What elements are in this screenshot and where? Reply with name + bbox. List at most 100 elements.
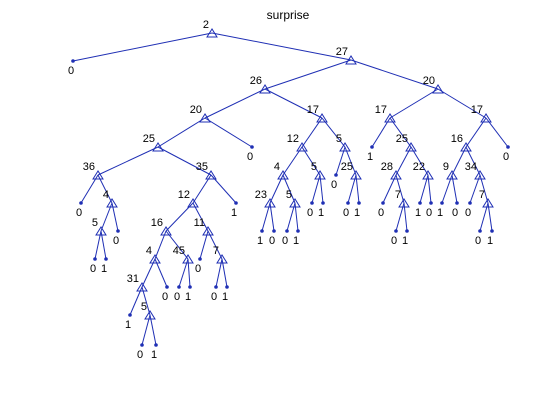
- leaf-node-label: 0: [68, 65, 74, 77]
- triangle-icon: [446, 170, 458, 180]
- leaf-node-label: 0: [331, 179, 337, 191]
- dot-icon: [128, 313, 132, 317]
- dot-icon: [506, 145, 510, 149]
- tree-edge: [301, 117, 323, 148]
- split-node-label: 16: [451, 133, 463, 145]
- tree-edge: [286, 202, 296, 232]
- tree-edge: [487, 202, 493, 232]
- tree-edge: [97, 174, 113, 204]
- dot-icon: [71, 59, 75, 63]
- split-node-label: 7: [479, 189, 485, 201]
- triangle-icon: [345, 55, 357, 65]
- split-node-label: 26: [250, 75, 262, 87]
- leaf-node-label: 0: [269, 235, 275, 247]
- tree-edge: [97, 146, 159, 176]
- dot-icon: [334, 173, 338, 177]
- tree-edge: [419, 174, 429, 204]
- tree-edge: [100, 202, 113, 232]
- tree-edge: [100, 230, 107, 260]
- leaf-node-label: 0: [282, 235, 288, 247]
- split-node-label: 35: [196, 161, 208, 173]
- leaf-node-label: 0: [90, 263, 96, 275]
- triangle-icon: [277, 170, 289, 180]
- tree-edge: [282, 174, 296, 204]
- dot-icon: [104, 257, 108, 261]
- triangle-icon: [259, 84, 271, 94]
- tree-edge: [437, 88, 487, 119]
- triangle-icon: [480, 113, 492, 123]
- triangle-icon: [205, 170, 217, 180]
- tree-edge: [344, 146, 357, 176]
- tree-edge: [141, 286, 151, 316]
- tree-edge: [157, 117, 206, 148]
- tree-edge: [451, 174, 458, 204]
- triangle-icon: [482, 198, 494, 208]
- leaf-node-label: 0: [162, 291, 168, 303]
- tree-edge: [350, 59, 439, 90]
- split-node-label: 17: [375, 104, 387, 116]
- leaf-node-label: 1: [402, 235, 408, 247]
- triangle-icon: [384, 113, 396, 123]
- dot-icon: [490, 229, 494, 233]
- split-node-label: 25: [143, 133, 155, 145]
- dot-icon: [346, 201, 350, 205]
- dot-icon: [357, 201, 361, 205]
- dot-icon: [272, 229, 276, 233]
- dot-icon: [418, 201, 422, 205]
- triangle-icon: [264, 198, 276, 208]
- triangle-icon: [289, 198, 301, 208]
- tree-edge: [479, 174, 489, 204]
- split-node-label: 4: [146, 245, 152, 257]
- split-node-label: 7: [213, 245, 219, 257]
- tree-edge: [178, 258, 189, 288]
- split-node-label: 5: [336, 133, 342, 145]
- triangle-icon: [460, 142, 472, 152]
- tree-edge: [192, 174, 212, 204]
- leaf-node-label: 0: [174, 291, 180, 303]
- triangle-icon: [422, 170, 434, 180]
- tree-edge: [301, 146, 321, 176]
- dot-icon: [440, 201, 444, 205]
- tree-edge: [403, 202, 408, 232]
- tree-edge: [264, 88, 323, 119]
- tree-edge: [261, 202, 271, 232]
- split-node-label: 12: [178, 189, 190, 201]
- tree-edge: [192, 202, 209, 232]
- dot-icon: [214, 285, 218, 289]
- triangle-icon: [187, 198, 199, 208]
- dot-icon: [310, 201, 314, 205]
- tree-edge: [154, 230, 167, 260]
- leaf-node-label: 1: [185, 291, 191, 303]
- dot-icon: [93, 257, 97, 261]
- tree-edge: [371, 117, 391, 148]
- leaf-node-label: 0: [426, 207, 432, 219]
- tree-edge: [154, 258, 168, 288]
- tree-edge: [319, 174, 324, 204]
- tree-edge: [355, 174, 360, 204]
- leaf-node-label: 1: [101, 263, 107, 275]
- split-node-label: 4: [274, 161, 280, 173]
- dot-icon: [250, 145, 254, 149]
- leaf-node-label: 1: [257, 235, 263, 247]
- tree-edge: [335, 146, 346, 176]
- tree-edge: [410, 146, 429, 176]
- triangle-icon: [149, 254, 161, 264]
- tree-edges: [72, 32, 509, 346]
- triangle-icon: [474, 170, 486, 180]
- split-node-label: 5: [311, 161, 317, 173]
- leaf-node-label: 0: [211, 291, 217, 303]
- tree-edge: [469, 174, 481, 204]
- leaf-node-label: 1: [222, 291, 228, 303]
- tree-edge: [204, 117, 253, 148]
- dot-icon: [381, 201, 385, 205]
- tree-edge: [282, 146, 303, 176]
- leaf-node-label: 0: [503, 151, 509, 163]
- leaf-node-label: 1: [437, 207, 443, 219]
- leaf-node-label: 0: [343, 207, 349, 219]
- split-node-label: 27: [336, 46, 348, 58]
- tree-edge: [321, 117, 346, 148]
- dot-icon: [405, 229, 409, 233]
- tree-edge: [80, 174, 99, 204]
- leaf-node-label: 0: [113, 235, 119, 247]
- tree-edge: [111, 202, 119, 232]
